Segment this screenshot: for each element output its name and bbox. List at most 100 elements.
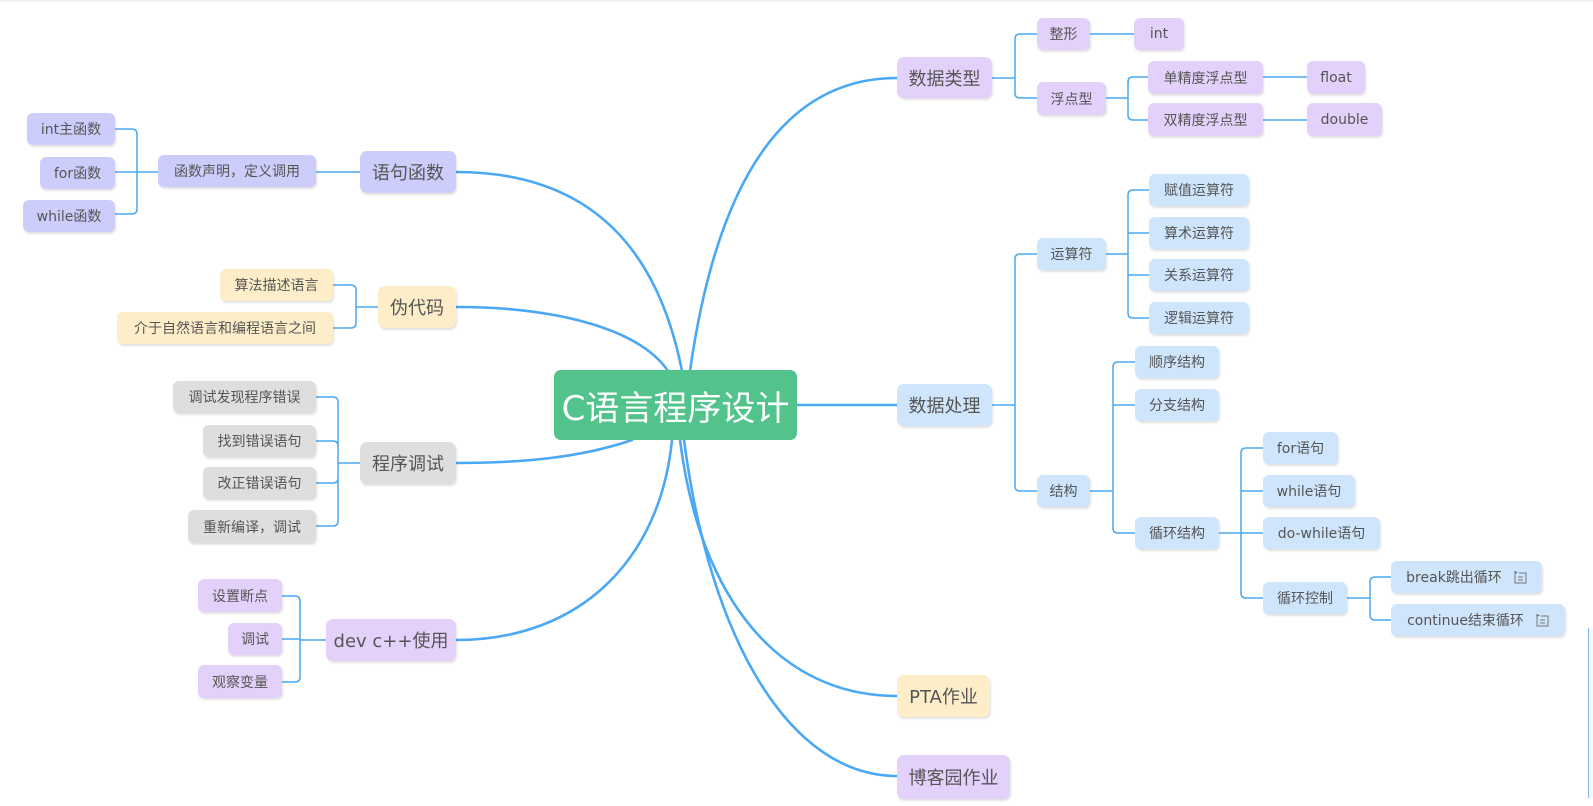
node-debug[interactable]: 调试 <box>228 623 282 655</box>
node-float[interactable]: float <box>1307 61 1365 94</box>
node-label: int主函数 <box>40 122 102 138</box>
node-debugging[interactable]: 程序调试 <box>360 442 456 484</box>
node-label: double <box>1320 111 1369 128</box>
note-flag-icon[interactable] <box>1512 570 1527 584</box>
link-control-children <box>1347 576 1391 621</box>
node-int-main[interactable]: int主函数 <box>27 113 115 145</box>
node-label: 运算符 <box>1050 247 1093 263</box>
link-debugging-items <box>316 396 360 527</box>
node-datatypes[interactable]: 数据类型 <box>897 57 992 98</box>
node-label: 观察变量 <box>212 674 268 691</box>
root-node[interactable]: C语言程序设计 <box>554 370 797 440</box>
node-debug-find-errors[interactable]: 调试发现程序错误 <box>173 381 316 413</box>
node-label: while函数 <box>36 209 102 225</box>
node-double-precision[interactable]: 双精度浮点型 <box>1148 103 1263 136</box>
node-label: while语句 <box>1276 484 1342 500</box>
node-do-while-stmt[interactable]: do-while语句 <box>1263 517 1380 549</box>
node-integer[interactable]: 整形 <box>1037 18 1090 50</box>
node-arith-op[interactable]: 算术运算符 <box>1149 217 1249 249</box>
node-while-stmt[interactable]: while语句 <box>1263 475 1355 507</box>
link-pseudocode-items <box>333 284 378 329</box>
node-loop[interactable]: 循环结构 <box>1135 517 1219 549</box>
node-floating[interactable]: 浮点型 <box>1037 82 1106 115</box>
link-root-debugging <box>454 438 634 465</box>
node-label: 介于自然语言和编程语言之间 <box>134 321 316 337</box>
note-flag-icon[interactable] <box>1534 613 1549 627</box>
node-label: 顺序结构 <box>1149 355 1205 371</box>
top-border <box>0 0 1593 2</box>
right-edge-panel <box>1588 628 1593 798</box>
node-structures[interactable]: 结构 <box>1037 475 1090 507</box>
node-for-func[interactable]: for函数 <box>40 157 115 189</box>
node-label: 逻辑运算符 <box>1164 311 1234 327</box>
node-double[interactable]: double <box>1307 103 1382 136</box>
node-breakpoint[interactable]: 设置断点 <box>198 579 282 612</box>
node-label: 设置断点 <box>212 588 268 605</box>
node-label: 单精度浮点型 <box>1163 70 1248 87</box>
node-label: 赋值运算符 <box>1164 183 1234 199</box>
node-pseudocode[interactable]: 伪代码 <box>378 286 456 328</box>
node-label: for函数 <box>53 166 102 182</box>
node-fix-error-stmt[interactable]: 改正错误语句 <box>203 467 316 499</box>
link-root-pta <box>678 438 899 698</box>
node-devcpp[interactable]: dev c++使用 <box>326 619 456 661</box>
node-assign-op[interactable]: 赋值运算符 <box>1149 174 1249 206</box>
node-find-error-stmt[interactable]: 找到错误语句 <box>203 425 316 457</box>
node-function-decl[interactable]: 函数声明，定义调用 <box>158 155 316 187</box>
node-blog[interactable]: 博客园作业 <box>897 755 1010 799</box>
node-label: 数据处理 <box>908 396 981 417</box>
node-recompile[interactable]: 重新编译，调试 <box>188 510 316 543</box>
node-label: break跳出循环 <box>1406 570 1502 586</box>
node-label: 循环控制 <box>1277 591 1333 607</box>
link-root-statements <box>454 170 684 373</box>
node-single-precision[interactable]: 单精度浮点型 <box>1148 61 1263 94</box>
node-label: 程序调试 <box>372 454 444 475</box>
node-label: 调试 <box>241 632 269 648</box>
node-logical-op[interactable]: 逻辑运算符 <box>1149 302 1249 334</box>
node-label: 循环结构 <box>1149 526 1205 542</box>
node-label: 调试发现程序错误 <box>188 390 301 406</box>
node-label: 伪代码 <box>390 298 444 319</box>
node-label: do-while语句 <box>1277 526 1366 542</box>
node-break[interactable]: break跳出循环 <box>1391 561 1542 593</box>
node-label: 算术运算符 <box>1164 226 1234 242</box>
node-watch-vars[interactable]: 观察变量 <box>198 665 282 698</box>
node-int[interactable]: int <box>1134 18 1184 50</box>
node-label: continue结束循环 <box>1407 613 1524 629</box>
link-structures-children <box>1090 361 1135 534</box>
node-relational-op[interactable]: 关系运算符 <box>1149 259 1249 291</box>
node-pta[interactable]: PTA作业 <box>897 675 990 717</box>
root-label: C语言程序设计 <box>561 388 790 429</box>
node-algorithm-lang[interactable]: 算法描述语言 <box>220 269 333 301</box>
node-label: 博客园作业 <box>908 768 999 789</box>
node-label: 双精度浮点型 <box>1163 112 1248 129</box>
node-continue[interactable]: continue结束循环 <box>1391 604 1565 636</box>
node-sequence[interactable]: 顺序结构 <box>1135 346 1219 378</box>
node-label: 语句函数 <box>372 163 444 184</box>
node-label: 分支结构 <box>1149 398 1205 414</box>
node-between-langs[interactable]: 介于自然语言和编程语言之间 <box>117 312 333 344</box>
link-decl-items <box>115 128 158 215</box>
link-loop-children <box>1219 447 1263 599</box>
node-label: for语句 <box>1276 441 1325 457</box>
node-while-func[interactable]: while函数 <box>23 200 115 232</box>
node-label: 找到错误语句 <box>217 434 302 450</box>
node-label: 改正错误语句 <box>217 476 302 492</box>
node-label: 函数声明，定义调用 <box>174 164 300 180</box>
node-branch[interactable]: 分支结构 <box>1135 389 1219 421</box>
node-loop-control[interactable]: 循环控制 <box>1263 582 1347 614</box>
node-statements[interactable]: 语句函数 <box>360 151 456 193</box>
node-for-stmt[interactable]: for语句 <box>1263 432 1338 464</box>
node-label: dev c++使用 <box>333 631 449 652</box>
node-processing[interactable]: 数据处理 <box>897 384 992 426</box>
link-devcpp-items <box>282 595 326 683</box>
link-root-pseudocode <box>454 305 670 373</box>
link-processing-children <box>992 253 1037 492</box>
node-label: 浮点型 <box>1050 91 1093 108</box>
node-label: 算法描述语言 <box>234 278 319 294</box>
node-label: float <box>1320 69 1352 86</box>
link-operators-children <box>1106 189 1149 319</box>
node-operators[interactable]: 运算符 <box>1037 238 1106 270</box>
node-label: PTA作业 <box>909 687 978 708</box>
